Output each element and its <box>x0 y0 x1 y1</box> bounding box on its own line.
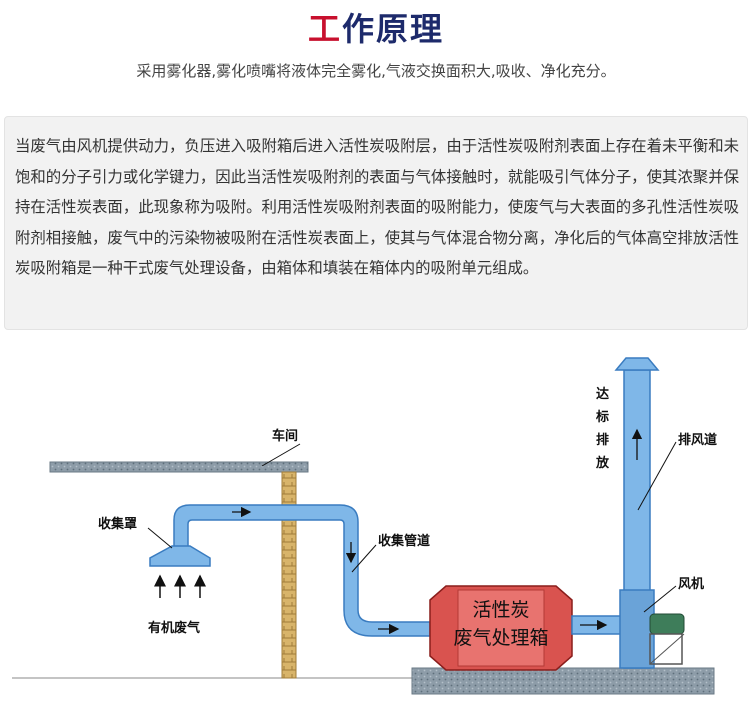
label-discharge: 达 标 排 放 <box>595 386 610 471</box>
workshop-wall <box>281 471 297 679</box>
discharge-char-2: 标 <box>595 409 609 425</box>
page-title: 工作原理 <box>0 4 752 50</box>
exhaust-stack <box>614 357 660 669</box>
treatment-box <box>429 585 573 671</box>
label-hood: 收集罩 <box>98 516 137 532</box>
label-stack: 排风道 <box>678 432 717 448</box>
page-title-rest: 作原理 <box>342 10 445 48</box>
workshop-roof <box>49 461 309 473</box>
discharge-char-3: 排 <box>596 432 609 448</box>
process-diagram: 活性炭 废气处理箱 车间 收集罩 有机废气 收集管道 排风道 风机 达 标 排 … <box>12 357 717 695</box>
ground-slab <box>411 667 715 695</box>
collection-hood <box>149 545 211 567</box>
label-workshop: 车间 <box>272 428 298 444</box>
discharge-char-4: 放 <box>595 455 610 471</box>
description-box: 当废气由风机提供动力，负压进入吸附箱后进入活性炭吸附层，由于活性炭吸附剂表面上存… <box>4 116 748 330</box>
discharge-char-1: 达 <box>596 386 609 402</box>
fan-motor <box>649 613 685 665</box>
label-fan: 风机 <box>678 576 704 592</box>
page-title-first-char: 工 <box>307 10 342 48</box>
description-text: 当废气由风机提供动力，负压进入吸附箱后进入活性炭吸附层，由于活性炭吸附剂表面上存… <box>15 137 739 277</box>
label-duct: 收集管道 <box>378 533 430 549</box>
label-organic-gas: 有机废气 <box>148 620 200 636</box>
box-label-line2: 废气处理箱 <box>453 627 548 649</box>
page-subtitle: 采用雾化器,雾化喷嘴将液体完全雾化,气液交换面积大,吸收、净化充分。 <box>136 62 616 80</box>
collection-duct <box>173 504 431 637</box>
box-label-line1: 活性炭 <box>472 599 529 621</box>
